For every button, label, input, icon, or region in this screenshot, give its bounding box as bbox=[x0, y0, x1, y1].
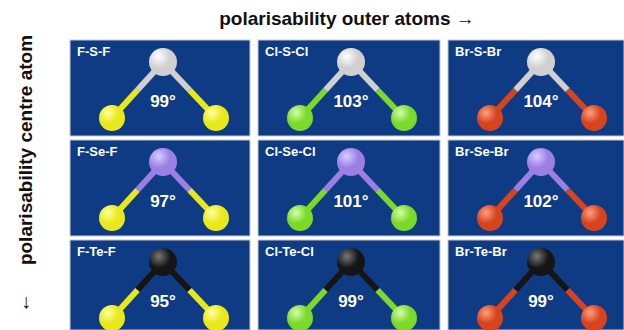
outer-atom bbox=[581, 105, 607, 131]
molecule-label: F-Te-F bbox=[77, 244, 116, 259]
molecule-label: Br-Se-Br bbox=[455, 144, 508, 159]
outer-atom bbox=[287, 105, 313, 131]
outer-atom bbox=[477, 205, 503, 231]
bond-angle: 103° bbox=[333, 92, 368, 112]
outer-atom bbox=[203, 205, 229, 231]
molecule-label: F-S-F bbox=[77, 44, 110, 59]
molecule-label: Cl-Te-Cl bbox=[265, 244, 314, 259]
outer-atom bbox=[203, 305, 229, 330]
panel-background bbox=[448, 240, 624, 330]
outer-atom bbox=[287, 205, 313, 231]
outer-atom bbox=[477, 305, 503, 330]
panel-background bbox=[258, 40, 440, 136]
molecule-panel: Br-Se-Br 102° bbox=[448, 140, 624, 236]
panel-background bbox=[258, 240, 440, 330]
centre-atom bbox=[149, 248, 177, 276]
molecule-panel: Cl-Te-Cl 99° bbox=[258, 240, 440, 330]
bond-angle: 99° bbox=[150, 92, 176, 112]
outer-atom bbox=[391, 205, 417, 231]
molecule-panel: F-S-F 99° bbox=[70, 40, 250, 136]
centre-atom bbox=[337, 248, 365, 276]
molecule-label: F-Se-F bbox=[77, 144, 117, 159]
bond-angle: 101° bbox=[333, 192, 368, 212]
outer-atom bbox=[581, 205, 607, 231]
centre-atom bbox=[337, 48, 365, 76]
bond-angle: 102° bbox=[523, 192, 558, 212]
panel-background bbox=[70, 140, 250, 236]
molecule-label: Cl-S-Cl bbox=[265, 44, 308, 59]
bond-angle: 99° bbox=[528, 292, 554, 312]
centre-atom bbox=[149, 48, 177, 76]
panel-background bbox=[448, 140, 624, 236]
outer-atom bbox=[391, 105, 417, 131]
molecule-panel: Br-Te-Br 99° bbox=[448, 240, 624, 330]
outer-atom bbox=[287, 305, 313, 330]
centre-atom bbox=[337, 148, 365, 176]
axis-label: polarisability centre atom bbox=[15, 35, 37, 265]
molecule-label: Br-Te-Br bbox=[455, 244, 507, 259]
molecule-label: Br-S-Br bbox=[455, 44, 501, 59]
molecule-label: Cl-Se-Cl bbox=[265, 144, 316, 159]
outer-atom bbox=[391, 305, 417, 330]
panel-background bbox=[70, 40, 250, 136]
centre-atom bbox=[149, 148, 177, 176]
outer-atom bbox=[99, 205, 125, 231]
bond-angle: 95° bbox=[150, 292, 176, 312]
molecule-panel: Cl-Se-Cl 101° bbox=[258, 140, 440, 236]
panel-background bbox=[70, 240, 250, 330]
molecule-panel: F-Se-F 97° bbox=[70, 140, 250, 236]
bond-angle: 104° bbox=[523, 92, 558, 112]
centre-atom bbox=[527, 248, 555, 276]
centre-atom bbox=[527, 148, 555, 176]
bond-angle: 97° bbox=[150, 192, 176, 212]
axis-label: polarisability outer atoms → bbox=[219, 8, 475, 30]
outer-atom bbox=[477, 105, 503, 131]
axis-arrow: ↓ bbox=[21, 290, 31, 313]
panel-background bbox=[258, 140, 440, 236]
molecule-panel: Br-S-Br 104° bbox=[448, 40, 624, 136]
outer-atom bbox=[99, 105, 125, 131]
panel-background bbox=[448, 40, 624, 136]
molecule-panel: Cl-S-Cl 103° bbox=[258, 40, 440, 136]
outer-atom bbox=[581, 305, 607, 330]
outer-atom bbox=[99, 305, 125, 330]
molecule-panel: F-Te-F 95° bbox=[70, 240, 250, 330]
outer-atom bbox=[203, 105, 229, 131]
bond-angle: 99° bbox=[338, 292, 364, 312]
centre-atom bbox=[527, 48, 555, 76]
